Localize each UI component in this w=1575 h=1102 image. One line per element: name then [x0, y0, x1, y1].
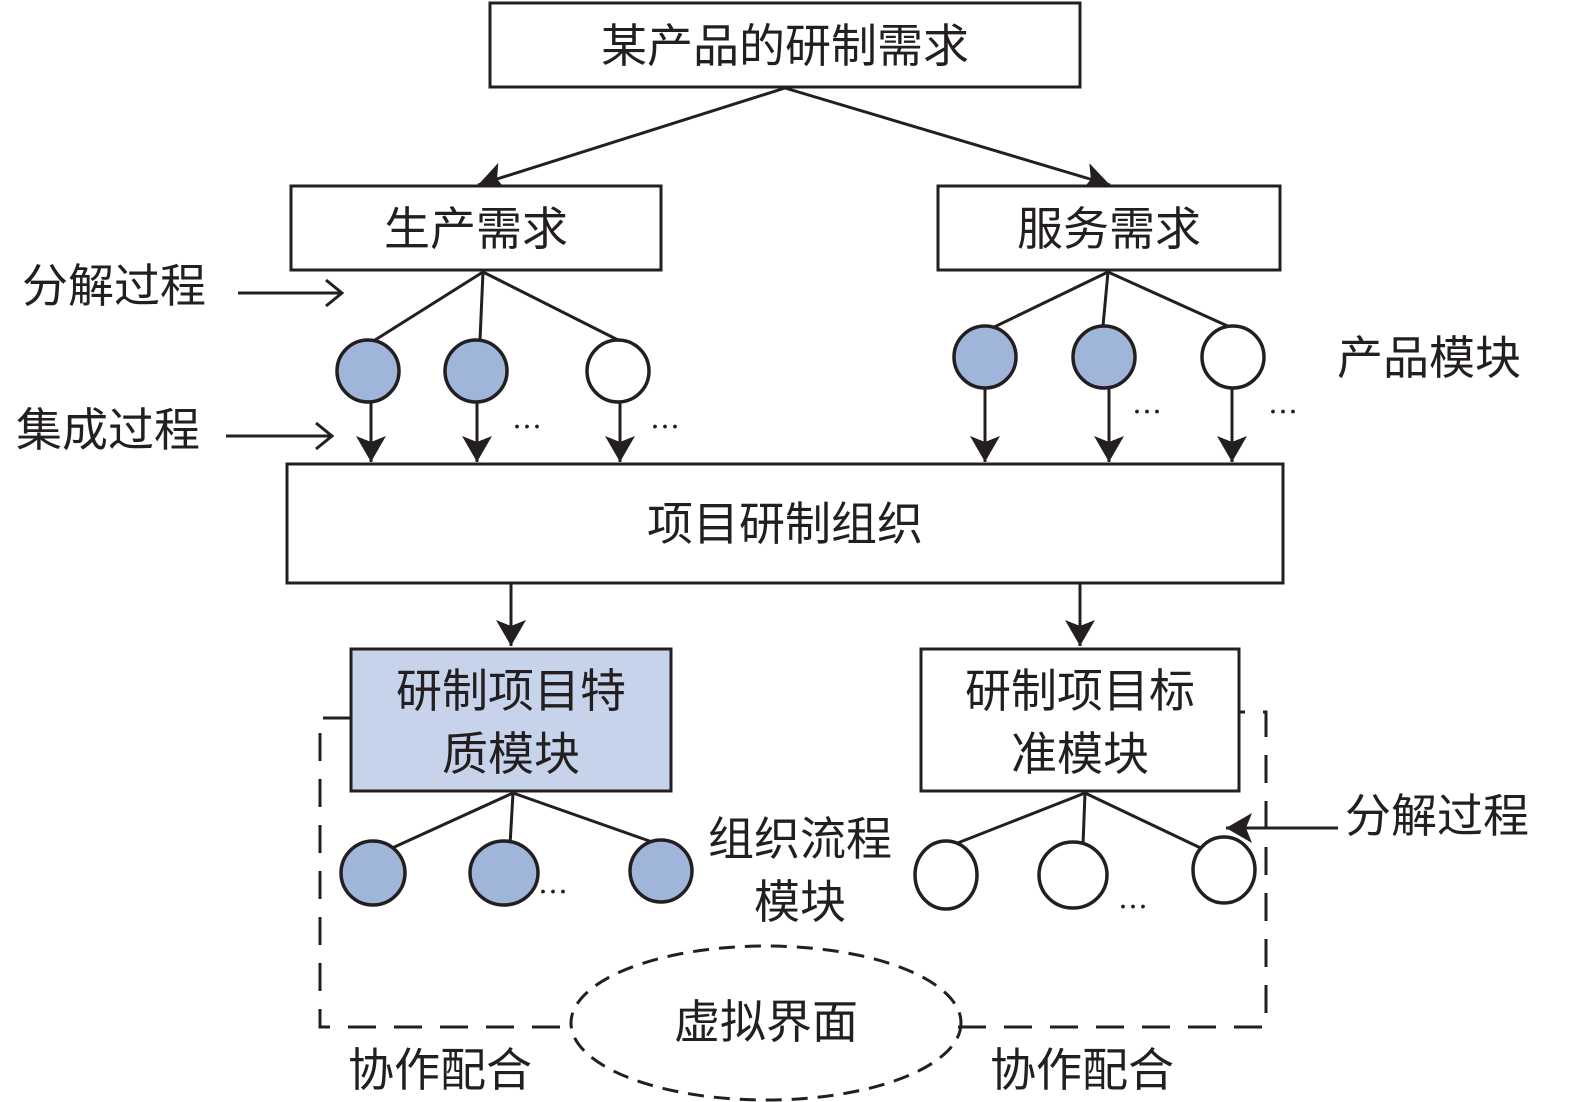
project-org-box: 项目研制组织 — [285, 462, 1285, 585]
ellipsis: … — [1132, 386, 1162, 421]
org-flow-node-2 — [468, 839, 540, 907]
ellipsis: … — [1118, 881, 1148, 916]
production-module-node-2 — [443, 338, 509, 404]
service-tree: … … — [952, 270, 1298, 462]
special-module-box: 研制项目特 质模块 — [349, 647, 673, 793]
service-demand-label: 服务需求 — [1017, 202, 1201, 256]
special-module-line2: 质模块 — [442, 727, 580, 781]
project-org-label: 项目研制组织 — [647, 497, 923, 551]
collaboration-boundary-right — [958, 710, 1268, 1029]
ellipsis: … — [538, 866, 568, 901]
special-module-tree: … — [339, 791, 694, 907]
production-tree: … … — [335, 270, 680, 462]
special-module-line1: 研制项目特 — [396, 664, 626, 718]
ellipsis: … — [650, 401, 680, 436]
product-module-label: 产品模块 — [1337, 331, 1521, 385]
collaboration-boundary-left — [318, 716, 572, 1029]
standard-module-line1: 研制项目标 — [965, 664, 1195, 718]
top-demand-box: 某产品的研制需求 — [488, 1, 1082, 89]
service-demand-box: 服务需求 — [936, 184, 1282, 272]
production-demand-label: 生产需求 — [384, 202, 568, 256]
org-flow-node-3 — [628, 838, 694, 904]
virtual-interface: 虚拟界面 — [569, 944, 963, 1102]
service-module-node-3 — [1200, 324, 1266, 390]
virtual-interface-label: 虚拟界面 — [674, 995, 858, 1049]
decompose-label-left: 分解过程 — [22, 259, 206, 313]
production-module-node-1 — [335, 338, 401, 404]
standard-node-3 — [1191, 835, 1257, 905]
service-module-node-2 — [1071, 324, 1137, 390]
cooperation-label-right: 协作配合 — [990, 1043, 1174, 1097]
arrow-top-to-production — [477, 86, 786, 192]
standard-node-2 — [1037, 840, 1109, 910]
org-flow-label-line1: 组织流程 — [708, 812, 892, 866]
ellipsis: … — [1268, 386, 1298, 421]
service-module-node-1 — [952, 324, 1018, 390]
org-flow-node-1 — [339, 839, 407, 907]
production-module-node-3 — [585, 338, 651, 404]
integrate-label-left: 集成过程 — [16, 403, 200, 457]
top-demand-label: 某产品的研制需求 — [601, 19, 969, 73]
org-flow-label-line2: 模块 — [754, 875, 846, 929]
production-demand-box: 生产需求 — [289, 184, 663, 272]
standard-module-box: 研制项目标 准模块 — [919, 647, 1241, 793]
standard-module-tree: … — [913, 791, 1257, 916]
ellipsis: … — [512, 401, 542, 436]
cooperation-label-left: 协作配合 — [348, 1043, 532, 1097]
decompose-label-right: 分解过程 — [1345, 789, 1529, 843]
standard-module-line2: 准模块 — [1011, 727, 1149, 781]
standard-node-1 — [913, 839, 979, 911]
arrow-top-to-service — [784, 86, 1111, 192]
